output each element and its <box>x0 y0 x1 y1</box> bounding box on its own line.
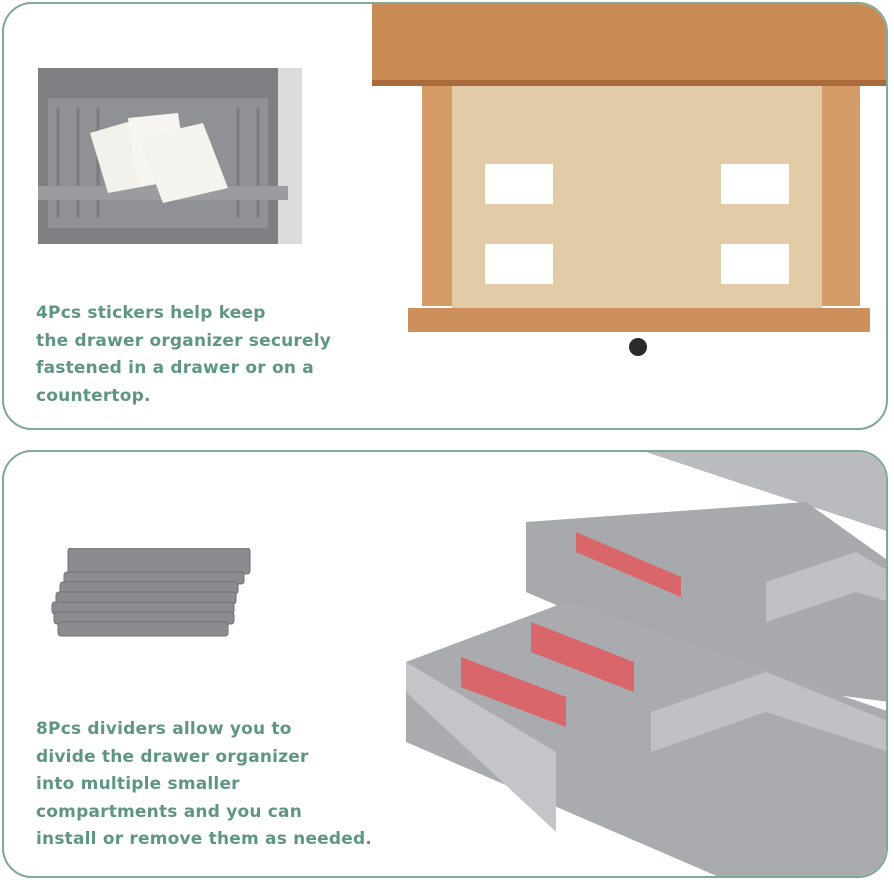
divider-highlight <box>576 532 681 597</box>
organizer-photo <box>406 452 886 876</box>
sticker <box>721 164 789 204</box>
dividers-panel: 8Pcs dividers allow you to divide the dr… <box>2 450 888 878</box>
dividers-caption: 8Pcs dividers allow you to divide the dr… <box>36 719 373 849</box>
divider-stack-photo <box>51 548 251 637</box>
divider-highlight <box>531 622 634 692</box>
sticker <box>721 244 789 284</box>
drawer-photo <box>372 4 886 356</box>
sticker-pads-photo <box>38 68 302 244</box>
divider-highlight <box>461 657 566 727</box>
sticker <box>485 244 553 284</box>
stickers-panel: 4Pcs stickers help keep the drawer organ… <box>2 2 888 430</box>
drawer-knob <box>629 338 647 356</box>
sticker <box>485 164 553 204</box>
stickers-caption: 4Pcs stickers help keep the drawer organ… <box>36 303 332 406</box>
